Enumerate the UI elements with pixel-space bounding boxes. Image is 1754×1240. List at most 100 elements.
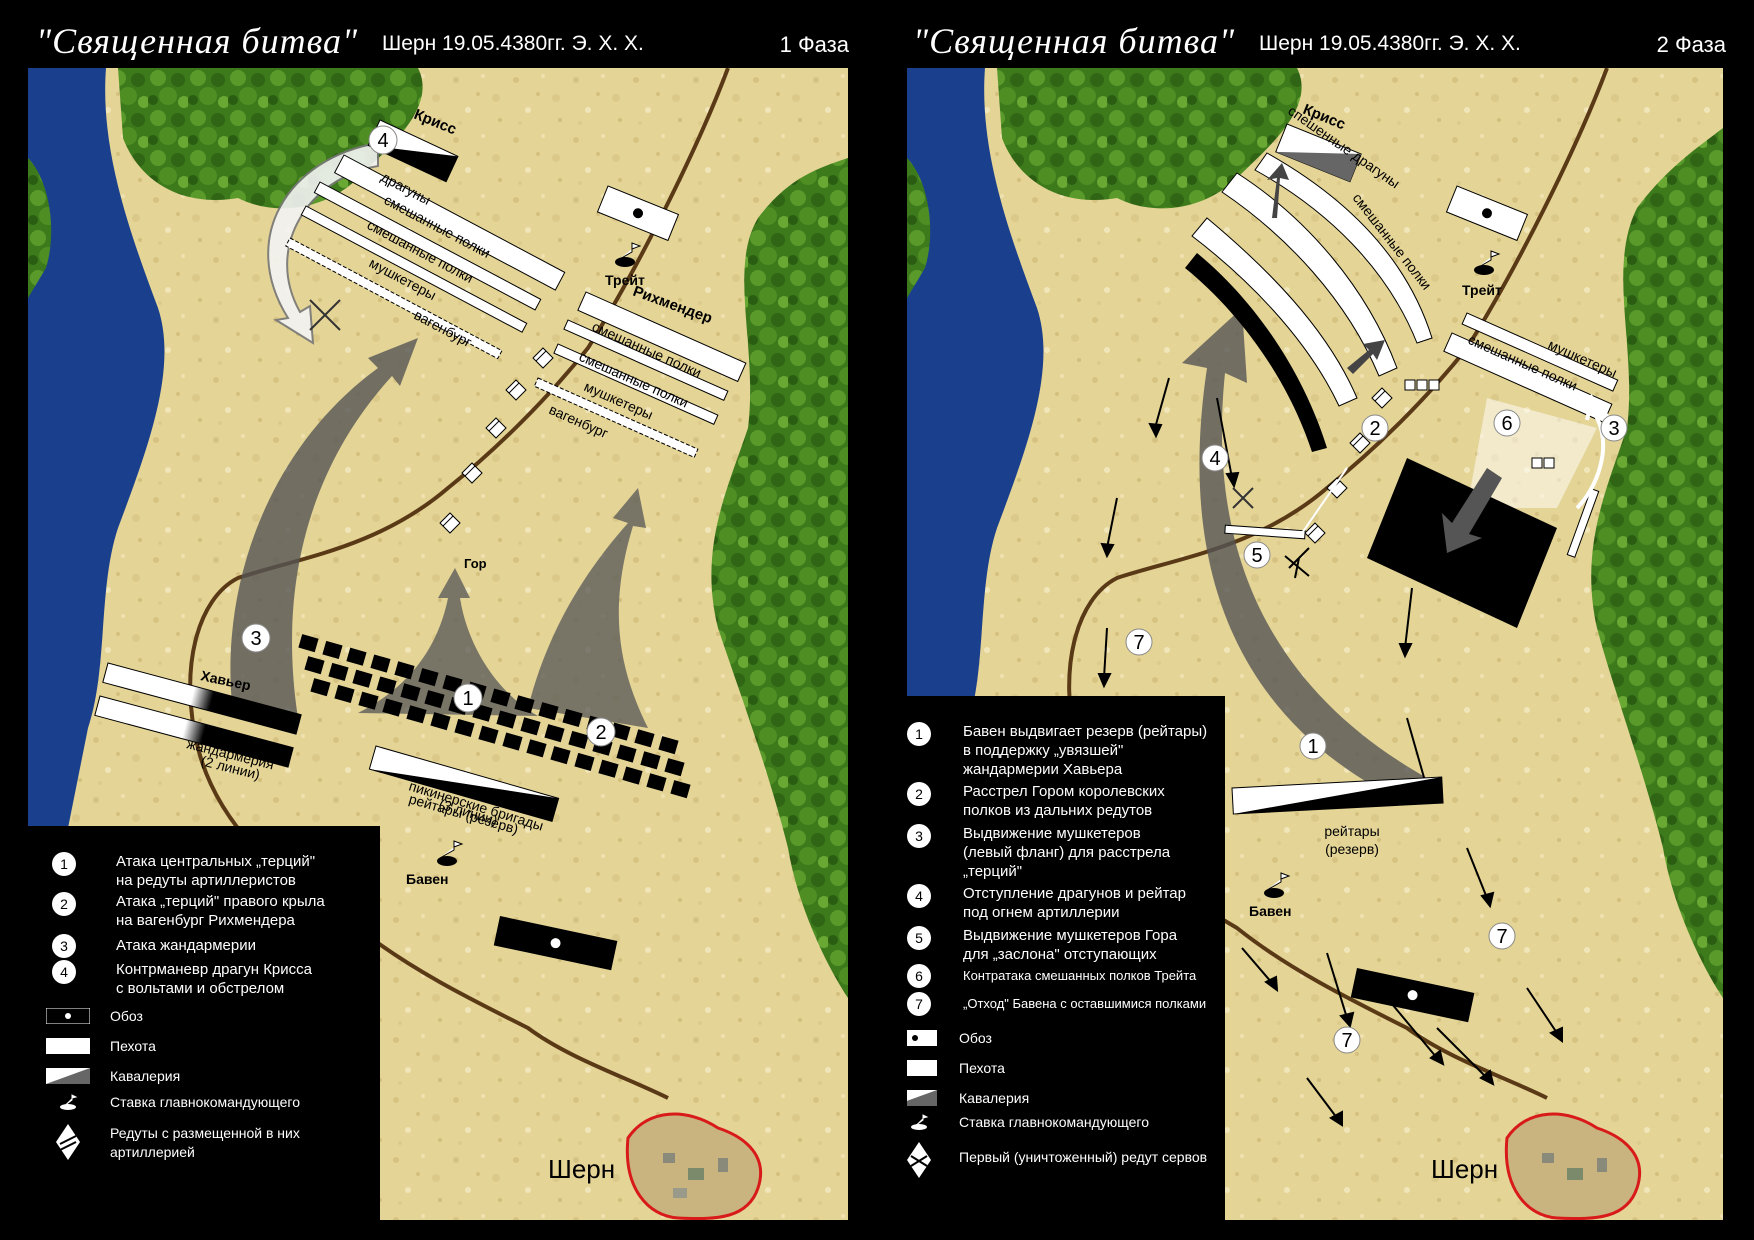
pike-block	[310, 678, 331, 697]
svg-text:3: 3	[1608, 418, 1619, 440]
pike-block	[562, 708, 583, 728]
key-text: Первый (уничтоженный) редут сервов	[959, 1149, 1208, 1165]
pike-block	[430, 712, 451, 731]
phase1-subtitle: Шерн 19.05.4380гг. Э. Х. Х.	[382, 32, 644, 55]
phase1-title: "Священная битва"	[36, 21, 359, 61]
arrow-number-2: 2	[1361, 414, 1389, 442]
svg-text:7: 7	[1341, 1030, 1352, 1052]
legend-num: 2	[52, 892, 76, 916]
cavalry-xavier-2	[94, 695, 294, 768]
pike-block	[382, 698, 403, 717]
infantry-musketeers	[1461, 312, 1619, 392]
pike-block	[322, 640, 343, 660]
town-building	[663, 1153, 675, 1163]
arrow-number-4: 4	[368, 125, 398, 155]
infantry-column-1	[1191, 217, 1358, 407]
pike-block	[550, 746, 571, 765]
legend-num: 7	[907, 992, 931, 1016]
phase1-legend: 1 Атака центральных „терций" на редуты ар…	[28, 826, 380, 1220]
phase2-map[interactable]: Шерн Крисс спешенные драгуны смешанные п…	[907, 68, 1723, 1220]
key-text: Ставка главнокомандующего	[110, 1094, 301, 1110]
legend-text: „Отход" Бавена с оставшимися полками	[963, 996, 1207, 1011]
infantry-screen	[1224, 524, 1306, 540]
phase1-map[interactable]: Шерн Крисс	[28, 68, 848, 1220]
forest-top	[997, 68, 1302, 209]
town-building	[688, 1168, 704, 1180]
pike-block	[616, 744, 637, 763]
hq-icon	[911, 1114, 929, 1130]
legend-num: 1	[52, 852, 76, 876]
supply-train-treit	[1445, 185, 1529, 242]
label-reiters-reserve: (резерв)	[1325, 841, 1379, 857]
phase2-title: "Священная битва"	[913, 21, 1236, 61]
pike-block	[298, 634, 319, 653]
supply-train-baven	[493, 916, 618, 971]
legend-text: Контратака смешанных полков Трейта	[963, 968, 1197, 983]
phase1-phase-label: 1 Фаза	[779, 32, 849, 57]
pike-block	[544, 724, 565, 743]
arrow-1	[358, 568, 538, 716]
legend-text: Атака жандармерии	[116, 937, 256, 954]
pike-block	[520, 717, 541, 736]
infantry-r-mixed-1	[563, 319, 729, 401]
arrow-number-7: 7	[1125, 628, 1153, 656]
arrow-2	[528, 488, 648, 728]
pike-brigades	[298, 634, 691, 799]
hq-baven	[437, 840, 464, 866]
svg-text:4: 4	[1209, 448, 1220, 470]
svg-text:5: 5	[1251, 545, 1262, 567]
label-reiters: рейтары	[1324, 823, 1379, 839]
pike-block	[352, 669, 373, 688]
forest-right	[711, 158, 848, 998]
pike-block	[358, 691, 379, 710]
arrow-number-1: 1	[453, 683, 483, 713]
destroyed-redoubt-marker	[1284, 547, 1310, 579]
svg-text:4: 4	[377, 130, 388, 152]
svg-text:7: 7	[1496, 926, 1507, 948]
arrow-1	[1182, 308, 1427, 788]
pike-block	[640, 751, 661, 770]
phase2-phase-label: 2 Фаза	[1656, 32, 1726, 57]
legend-num: 3	[907, 824, 931, 848]
legend-text: Атака центральных „терций" на редуты арт…	[116, 853, 316, 889]
key-text: Пехота	[110, 1038, 156, 1054]
arrow-number-7: 7	[1333, 1026, 1361, 1054]
forest-left-small	[28, 158, 52, 298]
pike-block	[502, 732, 523, 751]
infantry-richmender	[577, 291, 747, 383]
label-treit: Трейт	[1462, 282, 1502, 298]
key-text: Ставка главнокомандующего	[959, 1114, 1150, 1130]
arrow-number-4: 4	[1201, 444, 1229, 472]
arrow-number-2: 2	[586, 717, 616, 747]
key-text: Обоз	[959, 1030, 992, 1046]
advance-arrow	[1267, 163, 1289, 218]
redoubt-icon	[56, 1124, 80, 1160]
pike-block	[418, 668, 439, 687]
pike-block	[424, 690, 445, 709]
legend-num: 2	[907, 782, 931, 806]
destroyed-marker	[1232, 487, 1254, 509]
forest-left-small	[907, 158, 931, 298]
svg-text:1: 1	[1307, 736, 1318, 758]
cavalry-reiters-reserve	[1231, 776, 1444, 815]
pike-block	[610, 722, 631, 741]
legend-num: 6	[907, 964, 931, 988]
key-text: Обоз	[110, 1008, 143, 1024]
redoubts	[1304, 379, 1555, 544]
phase2-panel: "Священная битва" Шерн 19.05.4380гг. Э. …	[877, 0, 1754, 1240]
infantry-column-2	[1221, 172, 1398, 377]
supply-train-icon	[907, 1030, 937, 1046]
infantry-icon	[907, 1060, 937, 1076]
town-shern	[1504, 1112, 1642, 1220]
svg-text:6: 6	[1501, 413, 1512, 435]
svg-text:2: 2	[1369, 418, 1380, 440]
legend-text: Контрманевр драгун Крисса с вольтами и о…	[116, 961, 312, 997]
pike-block	[646, 773, 667, 792]
hq-treit	[615, 242, 642, 267]
forest-right	[1591, 128, 1723, 998]
pike-block	[574, 752, 595, 772]
pike-block	[370, 654, 391, 673]
advance-arrow	[1347, 340, 1385, 374]
town-building	[1542, 1153, 1554, 1163]
